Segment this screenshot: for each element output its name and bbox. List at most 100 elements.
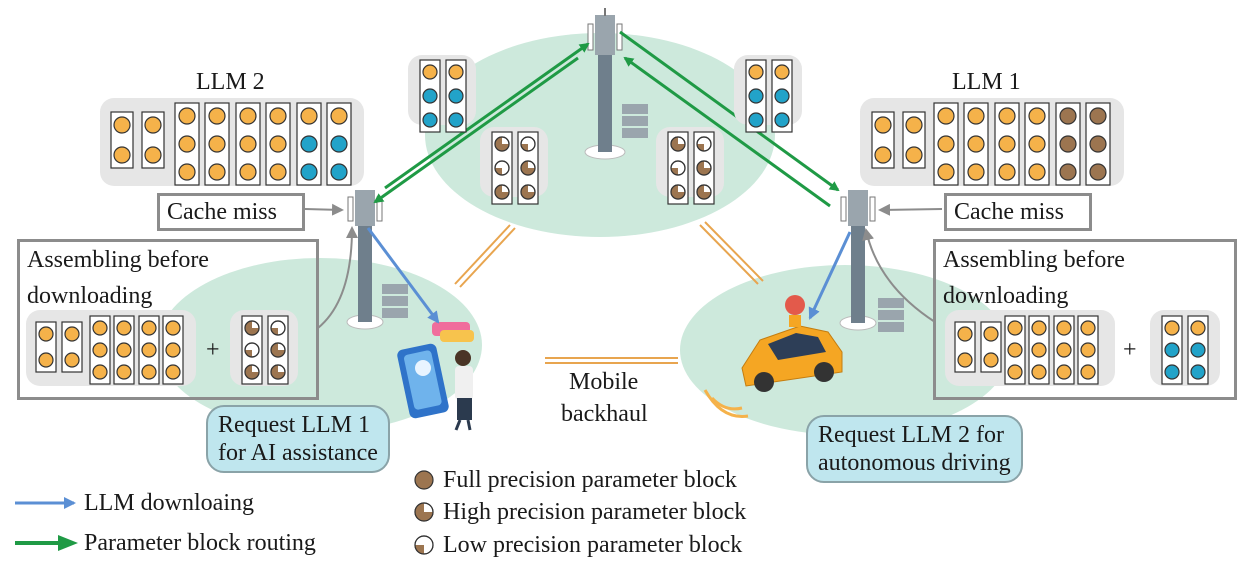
cache-col <box>667 131 689 205</box>
param-dot <box>269 135 287 153</box>
param-dot <box>998 107 1016 125</box>
request-bubble-right: Request LLM 2 for autonomous driving <box>806 415 1023 483</box>
llm2-col <box>141 111 165 169</box>
tower-left <box>346 190 384 330</box>
cache-col <box>517 131 539 205</box>
param-dot <box>270 364 286 380</box>
param-dot <box>983 326 999 342</box>
param-dot <box>670 184 686 200</box>
param-dot <box>1007 320 1023 336</box>
autonomous-car <box>703 295 843 418</box>
cache-miss-box-right: Cache miss <box>944 193 1092 231</box>
param-dot <box>696 136 712 152</box>
assemble-col <box>1028 315 1050 385</box>
param-dot <box>1164 342 1180 358</box>
request-left-line2: for AI assistance <box>218 440 378 466</box>
assemble-col <box>980 321 1002 373</box>
param-dot <box>957 326 973 342</box>
assemble-col <box>1161 315 1183 385</box>
param-dot <box>270 320 286 336</box>
param-dot <box>300 163 318 181</box>
param-dot <box>422 64 438 80</box>
param-dot <box>330 135 348 153</box>
llm1-col <box>933 102 959 186</box>
assemble-col <box>267 315 289 385</box>
param-dot <box>38 326 54 342</box>
llm1-panel <box>860 98 1124 186</box>
legend-low-dot <box>414 535 434 555</box>
cache-miss-label-left: Cache miss <box>167 199 277 225</box>
param-dot <box>1089 163 1107 181</box>
param-dot <box>670 160 686 176</box>
assembling-right-line2: downloading <box>943 283 1069 309</box>
download-arrows <box>366 227 852 324</box>
assembling-box-left <box>17 239 319 400</box>
param-dot <box>448 88 464 104</box>
param-dot <box>1031 342 1047 358</box>
param-dot <box>1080 342 1096 358</box>
param-dot <box>1080 320 1096 336</box>
cache-col <box>491 131 513 205</box>
param-dot <box>1007 364 1023 380</box>
param-dot <box>967 107 985 125</box>
assembling-right-line1: Assembling before <box>943 247 1125 273</box>
llm2-panel <box>100 98 364 186</box>
llm1-col <box>1055 102 1081 186</box>
param-dot <box>178 107 196 125</box>
param-dot <box>1164 364 1180 380</box>
param-dot <box>208 135 226 153</box>
param-dot <box>748 112 764 128</box>
param-dot <box>1028 107 1046 125</box>
assemble-col <box>35 321 57 373</box>
llm2-col <box>235 102 261 186</box>
llm1-col <box>1085 102 1111 186</box>
param-dot <box>141 342 157 358</box>
backhaul-label-line2: backhaul <box>561 401 648 427</box>
llm2-col <box>110 111 134 169</box>
param-dot <box>165 342 181 358</box>
param-dot <box>208 163 226 181</box>
param-dot <box>422 112 438 128</box>
plus-sign-left: + <box>206 337 220 363</box>
param-dot <box>92 342 108 358</box>
param-dot <box>494 184 510 200</box>
llm1-col <box>994 102 1020 186</box>
param-dot <box>244 320 260 336</box>
assemble-col <box>113 315 135 385</box>
param-dot <box>269 163 287 181</box>
param-dot <box>774 112 790 128</box>
llm2-col <box>204 102 230 186</box>
param-dot <box>269 107 287 125</box>
param-dot <box>244 364 260 380</box>
param-dot <box>113 116 131 134</box>
llm2-col <box>296 102 322 186</box>
assemble-col <box>1077 315 1099 385</box>
param-dot <box>774 64 790 80</box>
param-dot <box>448 64 464 80</box>
assemble-col <box>1053 315 1075 385</box>
param-dot <box>92 320 108 336</box>
legend-full-label: Full precision parameter block <box>443 467 737 493</box>
backhaul-links <box>454 221 764 364</box>
param-dot <box>1056 364 1072 380</box>
param-dot <box>1059 163 1077 181</box>
legend-low-label: Low precision parameter block <box>443 532 743 558</box>
param-dot <box>937 107 955 125</box>
cache-miss-arrows <box>304 203 943 329</box>
tower-top <box>584 8 626 160</box>
param-dot <box>967 135 985 153</box>
cache-col <box>745 59 767 133</box>
param-dot <box>905 146 923 164</box>
param-dot <box>520 136 536 152</box>
param-dot <box>748 88 764 104</box>
param-dot <box>244 342 260 358</box>
param-dot <box>116 320 132 336</box>
llm1-col <box>1024 102 1050 186</box>
param-dot <box>1059 107 1077 125</box>
param-dot <box>38 352 54 368</box>
legend-dots <box>414 470 434 555</box>
legend-high-label: High precision parameter block <box>443 499 747 525</box>
param-dot <box>1056 342 1072 358</box>
param-dot <box>670 136 686 152</box>
